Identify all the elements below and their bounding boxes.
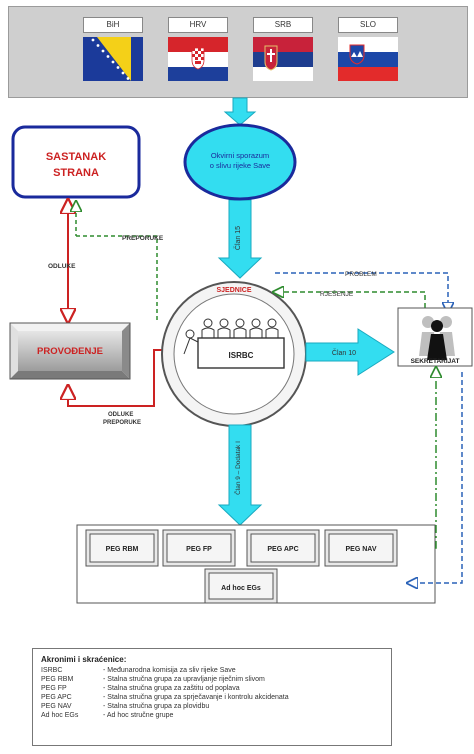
- legend-row: PEG RBM- Stalna stručna grupa za upravlj…: [41, 676, 265, 683]
- node-sastanak-label-2: STRANA: [53, 167, 99, 179]
- secretariat-people-icon: [419, 316, 455, 360]
- node-sekretarijat-label: SEKRETARIJAT: [411, 358, 460, 365]
- legend-row: PEG NAV- Stalna stručna grupa za plovidb…: [41, 703, 210, 710]
- edge-label-rjesenje: RJEŠENJE: [320, 289, 354, 298]
- node-isrbc-label: ISRBC: [229, 351, 254, 360]
- node-provodenje: [9, 322, 131, 380]
- country-hrv: HRV: [168, 17, 228, 81]
- flag-slo-icon: [338, 37, 398, 81]
- meeting-people-icon: [183, 318, 279, 355]
- legend-title: Akronimi i skraćenice:: [41, 655, 127, 664]
- flag-bih-icon: [83, 37, 143, 81]
- flag-hrv-icon: [168, 37, 228, 81]
- flag-srb-icon: [253, 37, 313, 81]
- node-peg-fp: PEG FP: [186, 546, 212, 553]
- edge-label-problem: PROBLEM: [345, 271, 377, 278]
- country-slo: SLO: [338, 17, 398, 81]
- node-peg-apc: PEG APC: [267, 546, 298, 553]
- edge-label-clan15: Član 15: [233, 226, 242, 250]
- arrow-clan10: [305, 328, 395, 376]
- edge-rjesenje: [278, 292, 426, 308]
- node-adhoc: Ad hoc EGs: [221, 585, 261, 592]
- member-states-bar: BiH HRV: [8, 6, 468, 98]
- legend-row: ISRBC- Međunarodna komisija za sliv rije…: [41, 667, 236, 674]
- edge-preporuke-line: [76, 235, 158, 320]
- arrow-clan9: [217, 424, 263, 526]
- node-peg-nav: PEG NAV: [346, 546, 377, 553]
- edge-label-clan10: Član 10: [332, 348, 356, 357]
- node-peg-rbm: PEG RBM: [106, 546, 139, 553]
- edge-peg-to-sekretarijat: [435, 372, 436, 549]
- node-provodenje-label: PROVOĐENJE: [37, 346, 103, 357]
- country-label: HRV: [168, 17, 228, 33]
- country-bih: BiH: [83, 17, 143, 81]
- node-okvirni-label-2: o slivu rijeke Save: [210, 161, 270, 170]
- edge-label-preporuke2: PREPORUKE: [103, 420, 141, 426]
- country-label: SRB: [253, 17, 313, 33]
- node-sjednice-label: SJEDNICE: [216, 287, 251, 294]
- edge-label-odluke: ODLUKE: [48, 263, 76, 270]
- node-okvirni-label-1: Okvirni sporazum: [211, 151, 269, 160]
- edge-label-odluke2: ODLUKE: [108, 412, 133, 418]
- arrow-down-top: [223, 97, 257, 126]
- edge-label-preporuke: PREPORUKE: [122, 235, 164, 242]
- legend-row: PEG APC- Stalna stručna grupa za sprječa…: [41, 694, 289, 701]
- node-okvirni: [183, 123, 297, 201]
- legend-row: PEG FP- Stalna stručna grupa za zaštitu …: [41, 685, 240, 692]
- node-sastanak: [11, 125, 141, 199]
- country-label: SLO: [338, 17, 398, 33]
- legend: Akronimi i skraćenice: ISRBC- Međunarodn…: [32, 648, 392, 746]
- legend-row: Ad hoc EGs- Ad hoc stručne grupe: [41, 712, 174, 719]
- edge-sekretarijat-to-peg: [412, 372, 463, 583]
- meeting-table: [197, 337, 285, 369]
- peg-boxes: [85, 529, 398, 604]
- arrow-clan15: [217, 199, 263, 279]
- country-label: BiH: [83, 17, 143, 33]
- country-srb: SRB: [253, 17, 313, 81]
- edge-problem: [275, 272, 448, 308]
- node-sastanak-label-1: SASTANAK: [46, 151, 106, 163]
- edge-label-clan9: Član 9 – Dodatak I: [233, 441, 242, 495]
